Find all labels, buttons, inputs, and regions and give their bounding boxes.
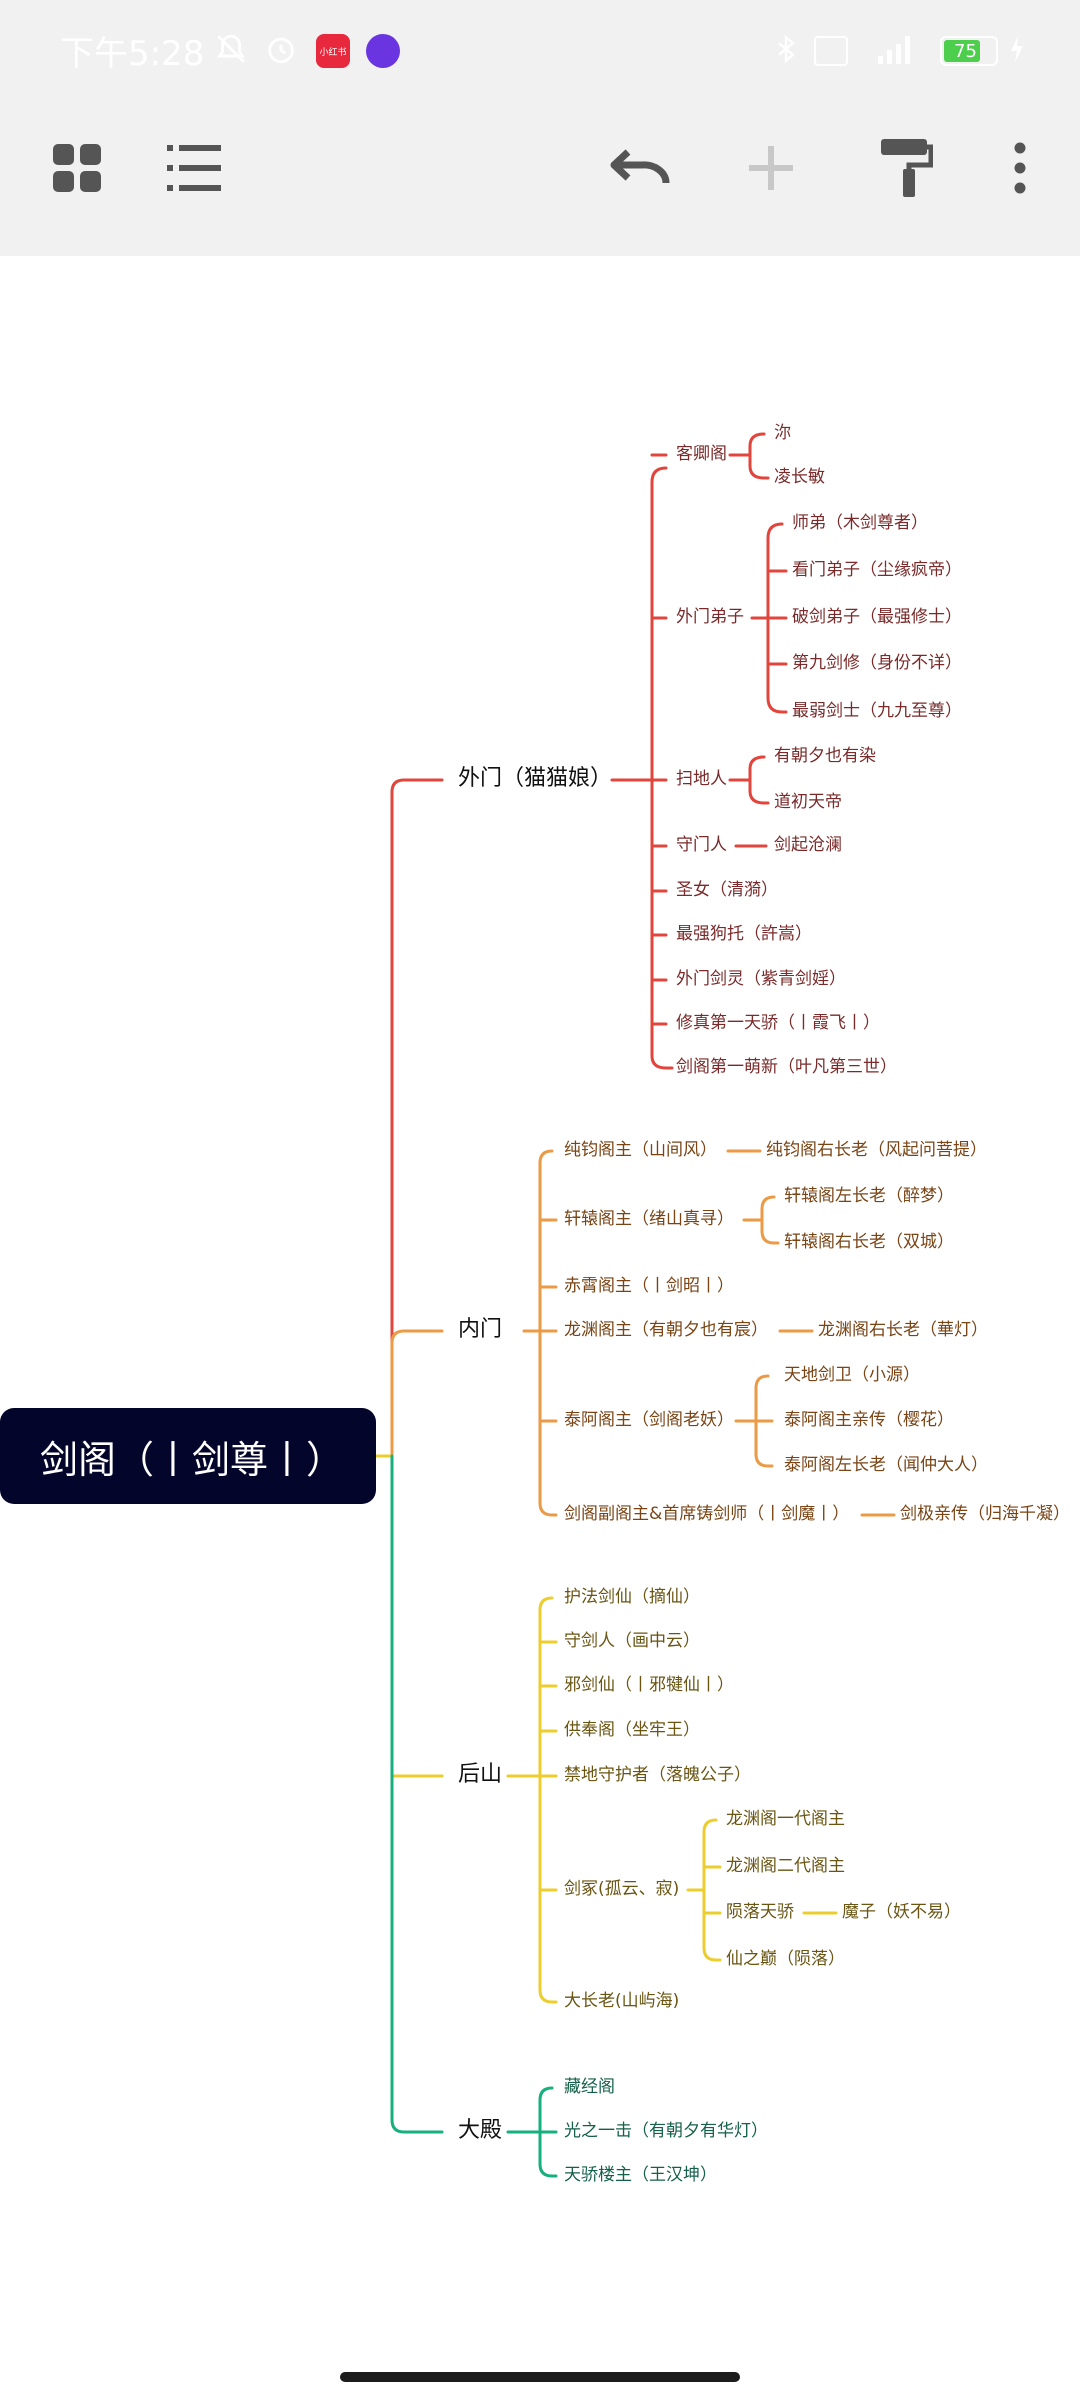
node-waimen-other-0[interactable]: 圣女（清漪） (676, 880, 778, 900)
branch-waimen[interactable]: 外门（猫猫娘） (458, 766, 613, 791)
status-time: 下午5:28 (60, 34, 205, 74)
node-xuanyuan-0[interactable]: 轩辕阁左长老（醉梦） (784, 1186, 954, 1206)
link-app-icon (366, 34, 400, 68)
node-saodiren-0[interactable]: 有朝夕也有染 (774, 746, 876, 766)
node-keqingge-1[interactable]: 凌长敏 (774, 467, 825, 487)
node-fugezhu[interactable]: 剑阁副阁主&首席铸剑师（丨剑魔丨） (564, 1504, 850, 1524)
node-chunjun-0[interactable]: 纯钧阁右长老（风起问菩提） (766, 1140, 987, 1160)
format-painter-button[interactable] (870, 80, 940, 256)
outline-view-button[interactable] (154, 80, 234, 256)
status-bar: 下午5:28 小红书 75 (0, 0, 1080, 80)
grid-view-button[interactable] (40, 80, 114, 256)
node-keqingge[interactable]: 客卿阁 (676, 444, 727, 464)
node-waimendizi-1[interactable]: 看门弟子（尘缘疯帝） (792, 560, 962, 580)
node-waimendizi-4[interactable]: 最弱剑士（九九至尊） (792, 701, 962, 721)
node-waimen-other-4[interactable]: 剑阁第一萌新（叶凡第三世） (676, 1057, 897, 1077)
more-options-button[interactable] (1000, 80, 1040, 256)
more-icon (1014, 142, 1026, 194)
connector-group-neimen (522, 1149, 896, 1517)
hd-icon (814, 36, 848, 66)
grid-icon (53, 144, 101, 192)
node-taie-0[interactable]: 天地剑卫（小源） (784, 1365, 920, 1385)
node-xuanyuan[interactable]: 轩辕阁主（绪山真寻） (564, 1209, 734, 1229)
node-longyuan[interactable]: 龙渊阁主（有朝夕也有宸） (564, 1320, 768, 1340)
connector-group-houshan (506, 1596, 838, 2004)
connector-group-dadian (506, 2086, 558, 2178)
node-houshan-3[interactable]: 供奉阁（坐牢王） (564, 1720, 700, 1740)
add-icon (749, 146, 793, 190)
node-taie-2[interactable]: 泰阿阁左长老（闻仲大人） (784, 1455, 988, 1475)
node-keqingge-0[interactable]: 沵 (774, 423, 791, 443)
node-dadian-2[interactable]: 天骄楼主（王汉坤） (564, 2165, 717, 2185)
connector-root-houshan (374, 1454, 444, 1778)
branch-dadian[interactable]: 大殿 (458, 2118, 503, 2143)
node-houshan-4[interactable]: 禁地守护者（落魄公子） (564, 1765, 751, 1785)
list-icon (167, 145, 221, 191)
node-taie[interactable]: 泰阿阁主（剑阁老妖） (564, 1410, 734, 1430)
node-houshan-0[interactable]: 护法剑仙（摘仙） (564, 1587, 700, 1607)
node-waimen-other-1[interactable]: 最强狗托（許嵩） (676, 924, 812, 944)
node-dazhanglao[interactable]: 大长老(山屿海) (564, 1991, 680, 2011)
connector-root-neimen (390, 1329, 444, 1458)
node-waimen-other-2[interactable]: 外门剑灵（紫青剑婬） (676, 969, 846, 989)
node-saodiren[interactable]: 扫地人 (676, 769, 727, 789)
branch-neimen[interactable]: 内门 (458, 1317, 503, 1342)
node-waimendizi-2[interactable]: 破剑弟子（最强修士） (792, 607, 962, 627)
node-waimendizi-0[interactable]: 师弟（木剑尊者） (792, 513, 928, 533)
node-shoumenren-0[interactable]: 剑起沧澜 (774, 835, 842, 855)
node-xuanyuan-1[interactable]: 轩辕阁右长老（双城） (784, 1232, 954, 1252)
node-jianzhong-b[interactable]: 龙渊阁二代阁主 (726, 1856, 845, 1876)
node-jianzhong-a[interactable]: 龙渊阁一代阁主 (726, 1809, 845, 1829)
charging-icon (1011, 36, 1023, 62)
node-dadian-0[interactable]: 藏经阁 (564, 2077, 615, 2097)
home-indicator[interactable] (340, 2372, 740, 2382)
node-waimendizi[interactable]: 外门弟子 (676, 607, 744, 627)
node-chixiao[interactable]: 赤霄阁主（丨剑昭丨） (564, 1276, 734, 1296)
alarm-icon (268, 37, 294, 64)
bluetooth-icon (778, 34, 795, 64)
node-houshan-2[interactable]: 邪剑仙（丨邪犍仙丨） (564, 1675, 734, 1695)
node-chunjun[interactable]: 纯钧阁主（山间风） (564, 1140, 717, 1160)
connector-root-dadian (390, 1454, 444, 2134)
format-painter-icon (881, 139, 933, 197)
xiaohongshu-app-icon: 小红书 (316, 34, 350, 68)
signal-icon (878, 36, 910, 64)
node-jianzhong[interactable]: 剑冢(孤云、寂) (564, 1879, 680, 1899)
node-saodiren-1[interactable]: 道初天帝 (774, 792, 842, 812)
node-waimen-other-3[interactable]: 修真第一天骄（丨霞飞丨） (676, 1013, 880, 1033)
node-jianzhong-c[interactable]: 陨落天骄 (726, 1902, 794, 1922)
root-node[interactable]: 剑阁（丨剑尊丨） (0, 1408, 376, 1504)
node-taie-1[interactable]: 泰阿阁主亲传（樱花） (784, 1410, 954, 1430)
battery-icon: 75 (940, 36, 998, 66)
node-shoumenren[interactable]: 守门人 (676, 835, 727, 855)
undo-icon (610, 149, 670, 184)
node-jianzhong-c-0[interactable]: 魔子（妖不易） (842, 1902, 961, 1922)
node-dadian-1[interactable]: 光之一击（有朝夕有华灯） (564, 2121, 768, 2141)
mute-bell-icon (217, 34, 245, 63)
add-node-button[interactable] (736, 80, 806, 256)
node-jianzhong-d[interactable]: 仙之巅（陨落） (726, 1949, 845, 1969)
node-longyuan-0[interactable]: 龙渊阁右长老（華灯） (818, 1320, 988, 1340)
root-node-label: 剑阁（丨剑尊丨） (40, 1437, 345, 1482)
undo-button[interactable] (604, 80, 678, 256)
battery-level: 75 (954, 41, 977, 62)
node-houshan-1[interactable]: 守剑人（画中云） (564, 1631, 700, 1651)
node-waimendizi-3[interactable]: 第九剑修（身份不详） (792, 653, 962, 673)
node-fugezhu-0[interactable]: 剑极亲传（归海千凝） (900, 1504, 1070, 1524)
connector-root-waimen (374, 778, 444, 1458)
branch-houshan[interactable]: 后山 (458, 1762, 503, 1787)
connector-group-waimen (610, 432, 788, 1070)
toolbar (0, 80, 1080, 256)
